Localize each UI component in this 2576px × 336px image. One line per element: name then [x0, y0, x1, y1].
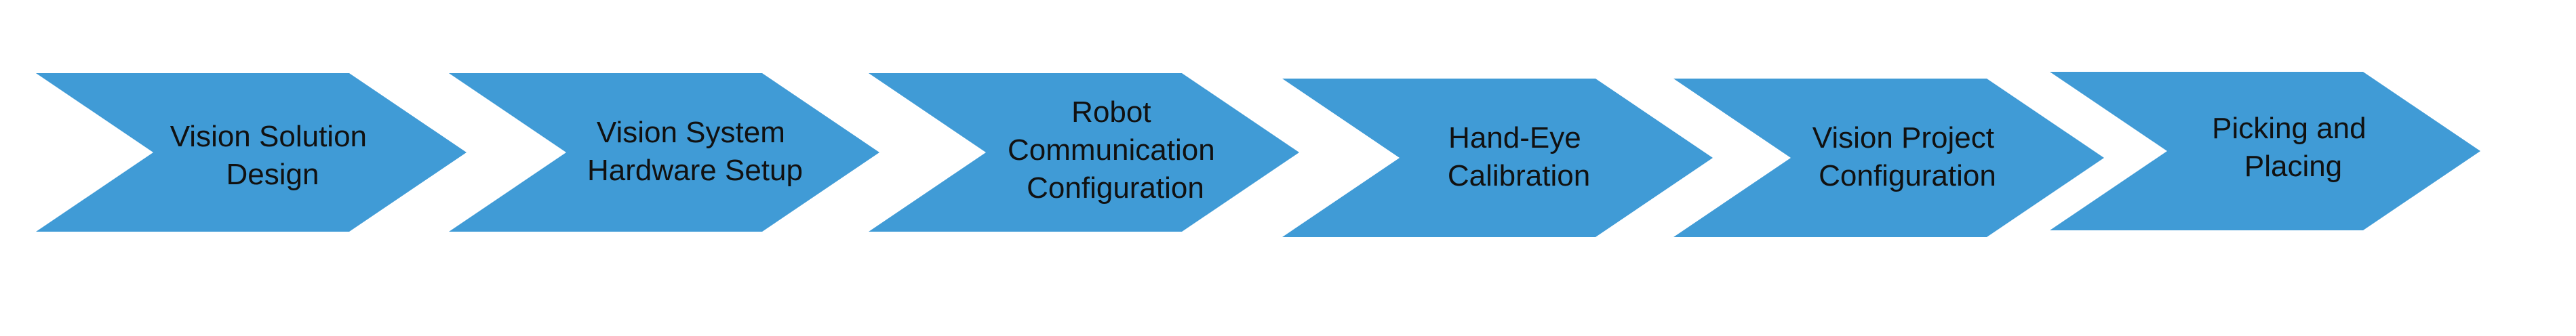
step-label: Robot Communication Configuration [1008, 96, 1223, 205]
step-label-line: Robot [1071, 96, 1151, 129]
chevron-shape [2050, 72, 2480, 230]
step-label-line: Placing [2244, 150, 2342, 183]
step-label-line: Configuration [1027, 171, 1204, 205]
step-label-line: Hand-Eye [1448, 121, 1581, 154]
step-picking-and-placing: Picking and Placing [2050, 72, 2480, 230]
step-label-line: Calibration [1448, 159, 1590, 192]
chevron-shape [449, 73, 879, 232]
step-robot-communication-configuration: Robot Communication Configuration [869, 73, 1299, 232]
step-label-line: Configuration [1819, 159, 1996, 192]
step-label: Vision Project Configuration [1812, 121, 2002, 192]
step-label-line: Design [226, 158, 319, 191]
chevron-shape [1673, 79, 2104, 237]
step-hand-eye-calibration: Hand-Eye Calibration [1282, 79, 1713, 237]
step-label-line: Vision Project [1812, 121, 1994, 154]
step-vision-system-hardware-setup: Vision System Hardware Setup [449, 73, 879, 232]
chevron-shape [1282, 79, 1713, 237]
step-label-line: Picking and [2212, 112, 2366, 145]
chevron-shape [869, 73, 1299, 232]
step-label-line: Communication [1008, 133, 1215, 167]
step-label: Hand-Eye Calibration [1448, 121, 1590, 192]
step-label: Vision Solution Design [170, 120, 376, 191]
step-vision-solution-design: Vision Solution Design [36, 73, 467, 232]
step-vision-project-configuration: Vision Project Configuration [1673, 79, 2104, 237]
step-label: Vision System Hardware Setup [587, 116, 803, 187]
step-label-line: Hardware Setup [587, 154, 803, 187]
step-label: Picking and Placing [2212, 112, 2375, 183]
step-label-line: Vision System [597, 116, 785, 149]
step-label-line: Vision Solution [170, 120, 367, 153]
chevron-shape [36, 73, 467, 232]
